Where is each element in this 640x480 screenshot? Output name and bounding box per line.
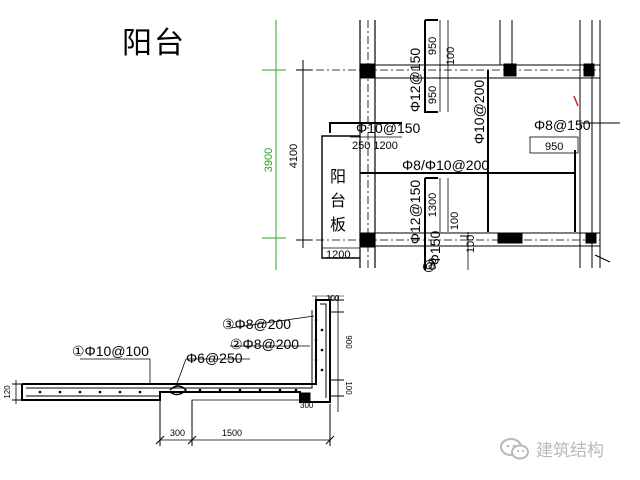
dim-120: 120 [3,385,12,399]
dim-00: 00 [427,258,439,270]
rebar-10-200-vertical: Φ10@200 [471,80,487,145]
dim-1200: 1200 [326,249,350,261]
rebar-10-150: Φ10@150 [356,120,421,136]
board-label-1: 阳 [330,168,346,186]
dim-900: 900 [344,335,353,349]
rebar-8-150: Φ8@150 [534,117,591,133]
plan-text: 3900 4100 1200 250 1200 950 950 100 950 … [263,37,591,273]
bar-1-label: ①Φ10@100 [72,343,149,359]
section-text: ①Φ10@100 Φ6@250 ②Φ8@200 ③Φ8@200 100 900 … [3,294,353,438]
dim-300: 300 [170,428,185,438]
dim-250-1200: 250 1200 [352,140,398,152]
board-label-2: 台 [330,192,346,210]
dim-3900: 3900 [263,148,275,172]
bar-6-label: Φ6@250 [186,350,243,366]
rebar-8-10-200: Φ8/Φ10@200 [402,157,489,173]
rebar-12-150-top: Φ12@150 [407,48,423,113]
dim-100-top-section: 100 [326,294,340,303]
balcony-plan [262,19,620,270]
bar-3-label: ③Φ8@200 [222,316,291,332]
dim-950-top: 950 [427,37,439,55]
dim-950-mid: 950 [427,86,439,104]
balcony-section [12,295,344,446]
dim-1500: 1500 [222,428,242,438]
dim-1300: 1300 [427,193,439,217]
watermark: 建筑结构 [500,436,604,461]
dim-100-low: 100 [449,212,461,230]
board-label-3: 板 [330,216,346,234]
rebar-150-bottom: Φ150 [427,231,443,266]
dim-100-top: 100 [445,47,457,65]
dim-100-bot: 100 [465,235,477,253]
page-title: 阳台 [122,26,186,61]
rebar-at-bottom: @ [422,257,436,273]
dim-100-right: 100 [344,381,353,395]
bar-2-label: ②Φ8@200 [230,336,299,352]
dim-4100: 4100 [288,144,300,168]
watermark-text: 建筑结构 [536,441,604,461]
dim-950: 950 [545,141,563,153]
rebar-12-150-low: Φ12@150 [407,180,423,245]
wechat-icon [500,437,529,459]
dim-300-small: 300 [300,401,314,410]
